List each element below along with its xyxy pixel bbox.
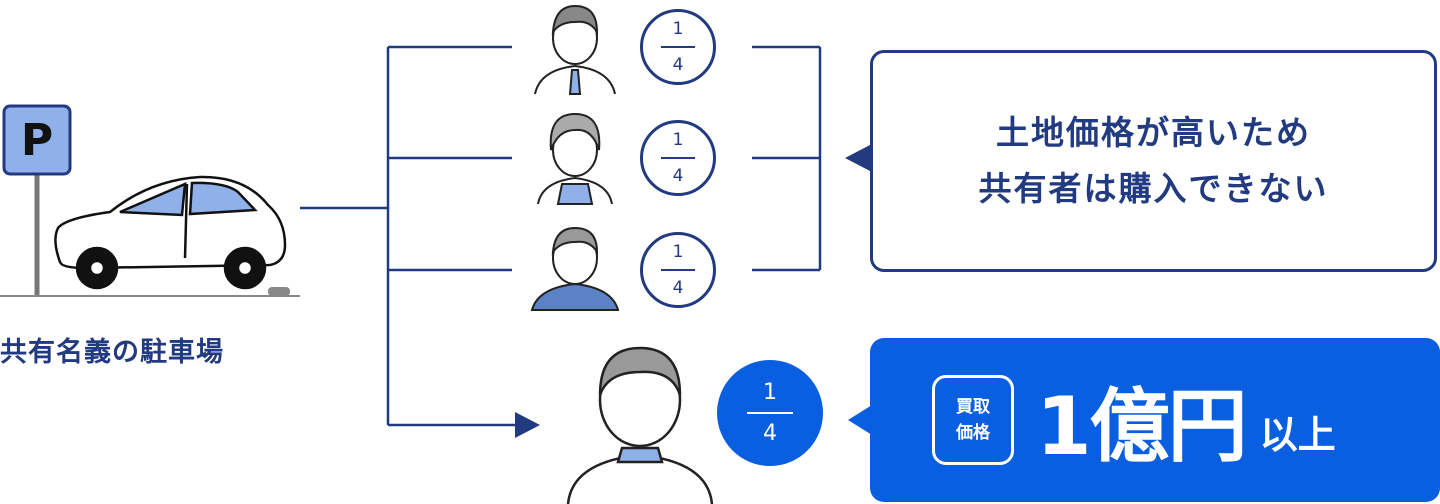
denominator: 4 [763, 421, 777, 446]
parking-caption: 共有名義の駐車場 [0, 337, 224, 368]
parking-sign-icon [2, 104, 72, 296]
callout-pointer [845, 145, 870, 171]
price-amount: 1億円 [1036, 380, 1248, 473]
tag-line-1: 買取 [956, 397, 990, 417]
callout-line-2: 共有者は購入できない [978, 169, 1329, 208]
numerator: 1 [672, 19, 684, 39]
numerator: 1 [672, 130, 684, 150]
car-icon [54, 175, 290, 296]
callout-line-1: 土地価格が高いため [996, 113, 1311, 152]
person-icon-2 [537, 112, 613, 205]
bracket-lines [300, 45, 822, 427]
numerator: 1 [672, 242, 684, 262]
price-tag: 買取 価格 [932, 375, 1014, 465]
denominator: 4 [672, 166, 684, 186]
fraction-bar [747, 412, 793, 414]
numerator: 1 [763, 380, 777, 405]
arrow-head-icon [515, 412, 540, 438]
price-suffix: 以上 [1259, 412, 1336, 457]
fraction-bar [661, 46, 695, 48]
denominator: 4 [672, 278, 684, 298]
person-icon-3 [530, 226, 620, 311]
parking-sign-letter: P [20, 114, 54, 166]
person-icon-4 [566, 346, 714, 504]
fraction-bar [661, 157, 695, 159]
person-icon-1 [534, 4, 616, 95]
denominator: 4 [672, 55, 684, 75]
price-box: 買取 価格 1億円 以上 [870, 338, 1440, 502]
callout-box: 土地価格が高いため 共有者は購入できない [870, 50, 1437, 272]
fraction-bar [661, 269, 695, 271]
tag-line-2: 価格 [956, 423, 990, 443]
price-pointer [848, 405, 872, 435]
